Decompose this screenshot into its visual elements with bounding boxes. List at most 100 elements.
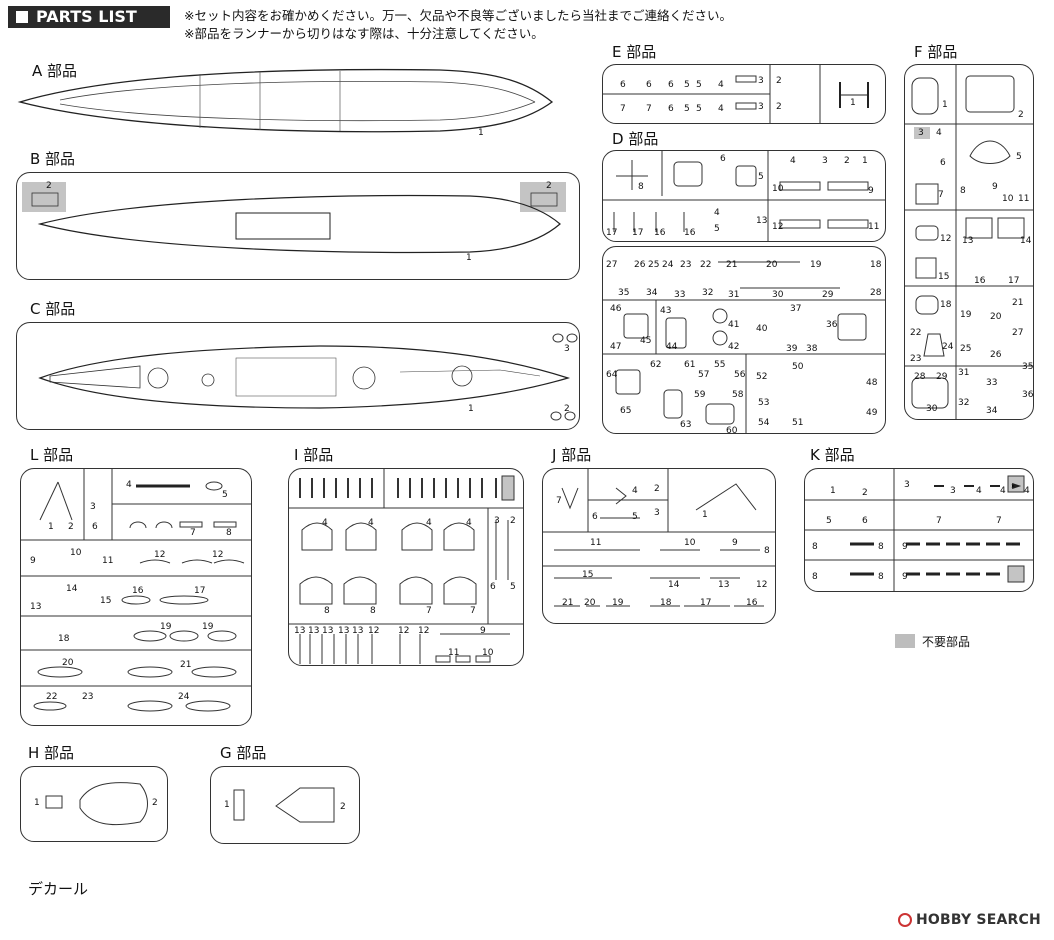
part-number: 25 <box>960 344 972 354</box>
part-number: 58 <box>732 390 744 400</box>
runner-frame-c <box>16 322 580 430</box>
watermark: HOBBY SEARCH <box>898 912 1041 928</box>
part-number: 5 <box>632 512 638 522</box>
part-number: 8 <box>878 542 884 552</box>
runner-frame-f <box>904 64 1034 420</box>
part-number: 18 <box>870 260 882 270</box>
part-number: 17 <box>606 228 618 238</box>
part-number: 11 <box>590 538 602 548</box>
runner-frame-j <box>542 468 776 624</box>
part-number: 21 <box>1012 298 1024 308</box>
part-number: 12 <box>398 626 410 636</box>
part-number: 1 <box>468 404 474 414</box>
part-number: 62 <box>650 360 662 370</box>
section-label-a: A 部品 <box>32 62 78 80</box>
part-number: 1 <box>850 98 856 108</box>
part-number: 8 <box>370 606 376 616</box>
part-number: 4 <box>976 486 982 496</box>
unneeded-part-b2-right <box>520 182 566 212</box>
part-number: 6 <box>862 516 868 526</box>
watermark-text: HOBBY SEARCH <box>916 912 1041 928</box>
part-number: 8 <box>226 528 232 538</box>
part-number: 22 <box>700 260 712 270</box>
part-number: 19 <box>612 598 624 608</box>
part-number: 10 <box>772 184 784 194</box>
part-number: 2 <box>564 404 570 414</box>
part-number: 32 <box>958 398 970 408</box>
part-number: 61 <box>684 360 696 370</box>
part-number: 3 <box>90 502 96 512</box>
part-number: 1 <box>862 156 868 166</box>
part-number: 30 <box>926 404 938 414</box>
watermark-logo-icon <box>898 913 912 927</box>
part-number: 29 <box>936 372 948 382</box>
part-number: 2 <box>776 102 782 112</box>
part-number: 4 <box>790 156 796 166</box>
part-number: 22 <box>910 328 922 338</box>
runner-frame-b <box>16 172 580 280</box>
part-number: 6 <box>92 522 98 532</box>
part-number: 44 <box>666 342 678 352</box>
part-number: 2 <box>152 798 158 808</box>
part-number: 6 <box>940 158 946 168</box>
part-number: 10 <box>684 538 696 548</box>
part-number: 1 <box>478 128 484 138</box>
part-number: 31 <box>958 368 970 378</box>
part-number: 1 <box>466 253 472 263</box>
part-number: 4 <box>126 480 132 490</box>
part-number: 34 <box>646 288 658 298</box>
part-number: 5 <box>684 80 690 90</box>
part-number: 8 <box>324 606 330 616</box>
part-number: 9 <box>732 538 738 548</box>
part-number: 3 <box>904 480 910 490</box>
unneeded-part-b2-left <box>22 182 66 212</box>
part-number: 1 <box>48 522 54 532</box>
part-number: 13 <box>308 626 320 636</box>
part-number: 16 <box>654 228 666 238</box>
part-number: 12 <box>154 550 166 560</box>
decal-label: デカール <box>28 880 89 898</box>
part-number: 10 <box>1002 194 1014 204</box>
part-number: 33 <box>674 290 686 300</box>
section-label-g: G 部品 <box>220 744 267 762</box>
part-number: 8 <box>812 572 818 582</box>
part-number: 4 <box>368 518 374 528</box>
part-number: 15 <box>582 570 594 580</box>
part-number: 2 <box>46 181 52 191</box>
part-number: 1 <box>34 798 40 808</box>
section-label-l: L 部品 <box>30 446 74 464</box>
part-number: 18 <box>940 300 952 310</box>
part-number: 51 <box>792 418 804 428</box>
part-number: 20 <box>584 598 596 608</box>
part-number: 6 <box>620 80 626 90</box>
runner-frame-i <box>288 468 524 666</box>
part-number: 13 <box>294 626 306 636</box>
square-icon <box>16 11 28 23</box>
note-line-1: ※セット内容をお確かめください。万一、欠品や不良等ございましたら当社までご連絡く… <box>184 8 732 23</box>
part-number: 40 <box>756 324 768 334</box>
part-number: 4 <box>714 208 720 218</box>
part-number: 35 <box>618 288 630 298</box>
part-number: 12 <box>212 550 224 560</box>
section-label-i: I 部品 <box>294 446 334 464</box>
section-label-e: E 部品 <box>612 43 657 61</box>
part-number: 15 <box>938 272 950 282</box>
part-number: 13 <box>962 236 974 246</box>
part-number: 20 <box>990 312 1002 322</box>
part-number: 17 <box>194 586 206 596</box>
part-number: 11 <box>868 222 880 232</box>
runner-frame-h <box>20 766 168 842</box>
part-number: 7 <box>620 104 626 114</box>
part-number: 13 <box>338 626 350 636</box>
part-number: 4 <box>1000 486 1006 496</box>
part-number: 19 <box>202 622 214 632</box>
part-number: 13 <box>756 216 768 226</box>
part-number: 23 <box>82 692 94 702</box>
part-number: 5 <box>684 104 690 114</box>
part-number: 7 <box>646 104 652 114</box>
